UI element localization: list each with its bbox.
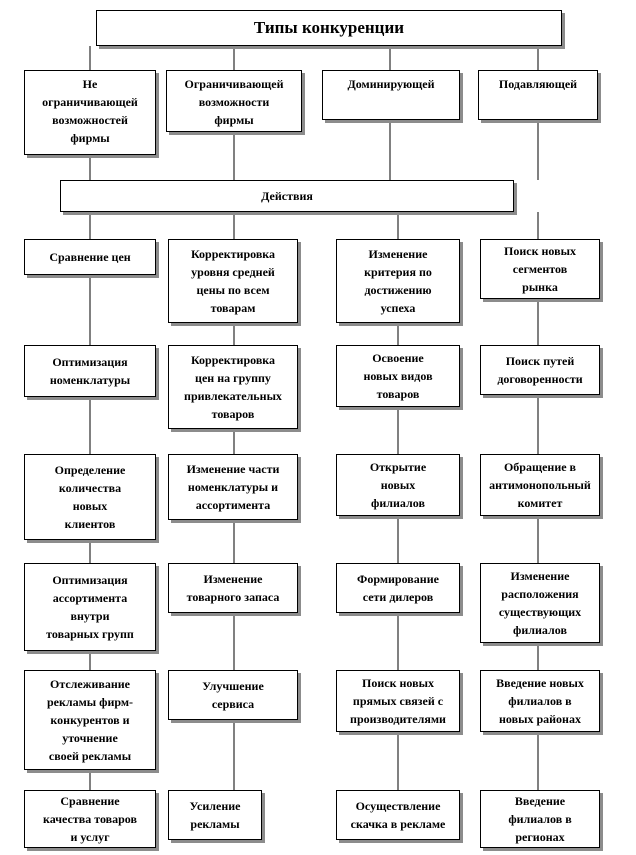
type-box-suppressing: Подавляющей (478, 70, 598, 120)
action-label: Определение количества новых клиентов (54, 463, 126, 531)
action-label: Введение новых филиалов в новых районах (496, 676, 584, 726)
action-label: Изменение критерия по достижению успеха (364, 247, 432, 315)
diagram-title: Типы конкуренции (253, 18, 405, 37)
action-box: Улучшение сервиса (168, 670, 298, 720)
action-label: Усиление рекламы (189, 799, 241, 831)
action-label: Оптимизация ассортимента внутри товарных… (46, 573, 134, 641)
action-label: Сравнение качества товаров и услуг (43, 794, 137, 844)
action-box: Изменение расположения существующих фили… (480, 563, 600, 643)
action-box: Корректировка цен на группу привлекатель… (168, 345, 298, 429)
action-box: Изменение части номенклатуры и ассортиме… (168, 454, 298, 520)
type-box-restricting: Ограничивающей возможности фирмы (166, 70, 302, 132)
action-box: Введение филиалов в регионах (480, 790, 600, 848)
action-box: Усиление рекламы (168, 790, 262, 840)
action-box: Поиск новых сегментов рынка (480, 239, 600, 299)
action-box: Открытие новых филиалов (336, 454, 460, 516)
action-box: Изменение критерия по достижению успеха (336, 239, 460, 323)
action-label: Изменение товарного запаса (186, 572, 280, 604)
action-label: Сравнение цен (49, 250, 131, 264)
action-box: Корректировка уровня средней цены по все… (168, 239, 298, 323)
action-label: Осуществление скачка в рекламе (350, 799, 446, 831)
action-label: Отслеживание рекламы фирм- конкурентов и… (46, 677, 134, 763)
action-box: Обращение в антимонопольный комитет (480, 454, 600, 516)
action-label: Изменение расположения существующих фили… (498, 569, 582, 637)
type-label: Ограничивающей возможности фирмы (184, 77, 284, 127)
action-box: Оптимизация номенклатуры (24, 345, 156, 397)
action-box: Осуществление скачка в рекламе (336, 790, 460, 840)
action-box: Отслеживание рекламы фирм- конкурентов и… (24, 670, 156, 770)
action-label: Изменение части номенклатуры и ассортиме… (186, 462, 280, 512)
action-box: Введение новых филиалов в новых районах (480, 670, 600, 732)
action-label: Корректировка цен на группу привлекатель… (184, 353, 282, 421)
action-box: Сравнение качества товаров и услуг (24, 790, 156, 848)
actions-label: Действия (261, 189, 313, 203)
title-box: Типы конкуренции (96, 10, 562, 46)
action-box: Поиск новых прямых связей с производител… (336, 670, 460, 732)
type-label: Не ограничивающей возможностей фирмы (42, 77, 138, 145)
action-label: Оптимизация номенклатуры (49, 355, 131, 387)
type-label: Подавляющей (498, 77, 578, 91)
type-label: Доминирующей (347, 77, 435, 91)
action-label: Введение филиалов в регионах (508, 794, 572, 844)
action-label: Корректировка уровня средней цены по все… (190, 247, 276, 315)
actions-box: Действия (60, 180, 514, 212)
action-box: Формирование сети дилеров (336, 563, 460, 613)
action-label: Обращение в антимонопольный комитет (489, 460, 591, 510)
action-label: Формирование сети дилеров (357, 572, 439, 604)
type-box-non-restricting: Не ограничивающей возможностей фирмы (24, 70, 156, 155)
action-box: Изменение товарного запаса (168, 563, 298, 613)
type-box-dominating: Доминирующей (322, 70, 460, 120)
action-box: Освоение новых видов товаров (336, 345, 460, 407)
action-label: Поиск новых сегментов рынка (504, 244, 576, 294)
action-box: Сравнение цен (24, 239, 156, 275)
action-label: Поиск новых прямых связей с производител… (350, 676, 446, 726)
action-label: Освоение новых видов товаров (363, 351, 433, 401)
action-box: Поиск путей договоренности (480, 345, 600, 395)
action-label: Поиск путей договоренности (497, 354, 583, 386)
action-box: Оптимизация ассортимента внутри товарных… (24, 563, 156, 651)
action-label: Улучшение сервиса (202, 679, 264, 711)
action-box: Определение количества новых клиентов (24, 454, 156, 540)
action-label: Открытие новых филиалов (369, 460, 427, 510)
